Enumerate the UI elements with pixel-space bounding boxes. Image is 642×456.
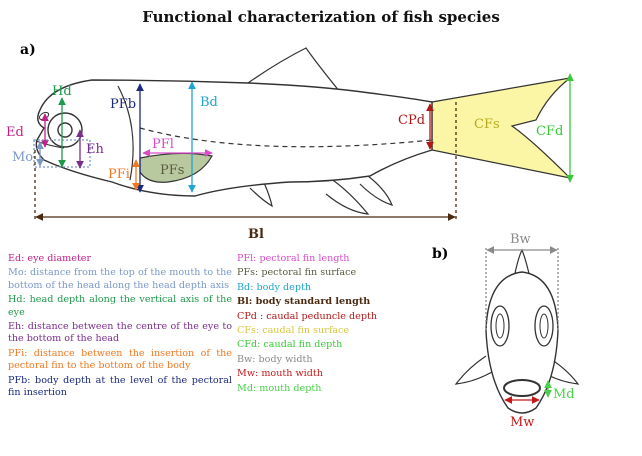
caudal-fin — [431, 77, 572, 179]
label-mo: Mo — [12, 150, 33, 165]
label-mw: Mw — [510, 415, 534, 430]
label-bd: Bd — [200, 95, 218, 110]
legend-entry-cpd: CPd : caudal peduncle depth — [237, 310, 377, 322]
label-cfd: CFd — [536, 124, 563, 139]
legend-entry-ed: Ed: eye diameter — [8, 253, 92, 264]
left-pupil-front — [495, 313, 505, 339]
fish-front-view — [454, 248, 580, 414]
legend-entry-pfl: PFl: pectoral fin length — [237, 253, 350, 264]
legend-entry-eh: Eh: distance between the centre of the e… — [8, 321, 232, 345]
legend-entry-hd: Hd: head depth along the vertical axis o… — [8, 294, 232, 318]
fish-body — [35, 79, 433, 197]
label-pfs: PFs — [160, 163, 184, 178]
label-hd: Hd — [52, 84, 72, 99]
label-md: Md — [553, 387, 575, 402]
legend-entry-bd: Bd: body depth — [237, 281, 311, 293]
legend-entry-pfi: PFi: distance between the insertion of t… — [8, 347, 232, 372]
label-pfb: PFb — [110, 97, 136, 112]
figure-title: Functional characterization of fish spec… — [142, 8, 500, 26]
legend-entry-pfs: PFs: pectoral fin surface — [237, 267, 357, 279]
labels-front: Bw Mw Md — [510, 232, 575, 430]
label-bw: Bw — [510, 232, 531, 247]
label-bl: Bl — [248, 227, 264, 242]
label-pfi: PFi — [108, 167, 130, 182]
anal-fin-rear — [359, 175, 394, 206]
legend-entry-mo: Mo: distance from the top of the mouth t… — [8, 267, 232, 291]
right-pupil-front — [539, 313, 549, 339]
label-cfs: CFs — [474, 117, 500, 132]
legend-entry-cfd: CFd: caudal fin depth — [237, 339, 343, 351]
left-pectoral-fin-front — [454, 355, 493, 385]
legend-entry-cfs: CFs: caudal fin surface — [237, 325, 350, 337]
operculum-line — [117, 85, 134, 181]
legend-entry-pfb: PFb: body depth at the level of the pect… — [8, 374, 232, 399]
label-cpd: CPd — [398, 113, 425, 128]
legend-entry-md: Md: mouth depth — [237, 382, 322, 394]
labels-side: Ed Mo Hd Eh PFb Bd PFl PFs PFi CPd CFs C… — [6, 84, 563, 242]
panel-a-label: a) — [20, 42, 36, 58]
label-ed: Ed — [6, 125, 24, 140]
lateral-line — [139, 127, 433, 148]
legend-entry-mw: Mw: mouth width — [237, 368, 323, 380]
label-pfl: PFl — [152, 137, 174, 152]
measurements-side — [33, 73, 574, 222]
legend-entry-bw: Bw: body width — [237, 353, 313, 365]
panel-b-label: b) — [432, 246, 449, 262]
measurements-front — [485, 246, 559, 404]
dorsal-fin — [247, 47, 341, 93]
mouth-front — [503, 379, 541, 397]
legend-entry-bl: Bl: body standard length — [237, 296, 371, 308]
label-eh: Eh — [86, 142, 104, 157]
